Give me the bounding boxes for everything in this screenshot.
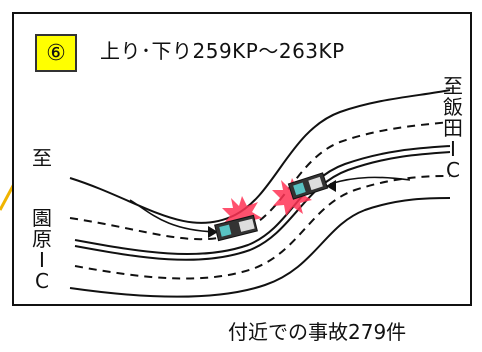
- left-vehicle-path: [129, 199, 216, 233]
- road-edge-bottom: [69, 197, 451, 298]
- right-destination: 至 飯 田 I C: [440, 76, 466, 181]
- median-line-outer: [74, 145, 451, 256]
- left-destination-to: 至: [32, 146, 52, 170]
- crash-burst-icon: [222, 196, 262, 234]
- section-title: 上り･下り259KP～263KP: [100, 39, 345, 63]
- lane-dash-top: [69, 121, 451, 241]
- right-vehicle-icon: [287, 172, 329, 200]
- callout-pointer: [0, 183, 16, 211]
- right-destination-to: 至: [443, 74, 463, 98]
- section-number: ⑥: [46, 40, 66, 66]
- left-destination-name: 園 原 I C: [32, 206, 52, 293]
- diagram-frame: [12, 12, 472, 306]
- right-vehicle-path: [329, 176, 411, 185]
- left-destination: 至: [30, 148, 54, 169]
- left-vehicle-icon: [214, 214, 258, 242]
- road-edge-top: [69, 89, 451, 224]
- right-vehicle-arrowhead: [326, 180, 336, 192]
- left-vehicle-arrowhead: [208, 226, 218, 238]
- median-line-inner: [74, 151, 451, 261]
- section-number-badge: ⑥: [35, 34, 77, 72]
- accident-count-caption: 付近での事故279件: [228, 320, 407, 344]
